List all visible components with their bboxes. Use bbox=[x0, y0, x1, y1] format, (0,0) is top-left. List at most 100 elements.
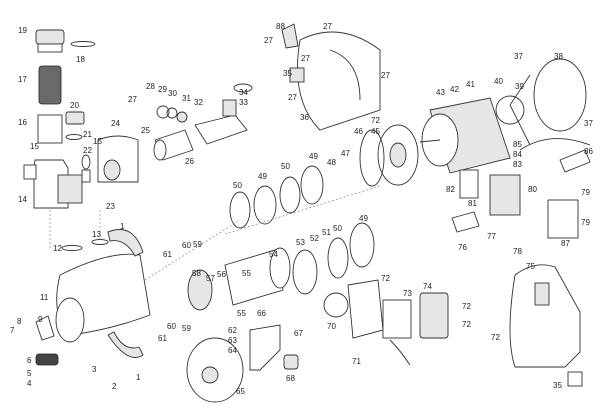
part-callout-12: 12 bbox=[53, 244, 62, 253]
part-callout-23: 23 bbox=[106, 202, 115, 211]
o-ring-13 bbox=[91, 239, 109, 245]
switch-35 bbox=[567, 371, 583, 387]
terminal-box-81 bbox=[489, 174, 521, 216]
part-callout-79: 79 bbox=[581, 188, 590, 197]
foot-6 bbox=[35, 353, 59, 366]
part-callout-77: 77 bbox=[487, 232, 496, 241]
part-callout-24: 24 bbox=[111, 119, 120, 128]
part-callout-59: 59 bbox=[193, 240, 202, 249]
bracket-9 bbox=[35, 315, 55, 341]
part-callout-22: 22 bbox=[83, 146, 92, 155]
part-callout-42: 42 bbox=[450, 85, 459, 94]
part-callout-14: 14 bbox=[18, 195, 27, 204]
part-callout-40: 40 bbox=[494, 77, 503, 86]
control-unit-71 bbox=[347, 279, 384, 339]
pump-inlet-housing bbox=[23, 159, 91, 209]
part-callout-72: 72 bbox=[491, 333, 500, 342]
control-panel-74 bbox=[419, 292, 449, 339]
part-callout-27: 27 bbox=[128, 95, 137, 104]
part-callout-49: 49 bbox=[359, 214, 368, 223]
part-callout-61: 61 bbox=[158, 334, 167, 343]
part-callout-49: 49 bbox=[309, 152, 318, 161]
part-callout-63: 63 bbox=[228, 336, 237, 345]
o-ring-22 bbox=[81, 154, 91, 170]
part-callout-57: 57 bbox=[206, 274, 215, 283]
o-ring-18 bbox=[70, 41, 96, 47]
part-callout-15: 15 bbox=[93, 137, 102, 146]
part-callout-48: 48 bbox=[327, 158, 336, 167]
part-callout-43: 43 bbox=[436, 88, 445, 97]
clamp-upper bbox=[107, 229, 144, 257]
part-callout-50: 50 bbox=[333, 224, 342, 233]
part-callout-46: 46 bbox=[354, 127, 363, 136]
part-callout-60: 60 bbox=[167, 322, 176, 331]
check-valve-26 bbox=[153, 129, 194, 161]
part-callout-29: 29 bbox=[158, 85, 167, 94]
part-callout-82: 82 bbox=[446, 185, 455, 194]
cap-20 bbox=[65, 111, 85, 125]
capacitor-76 bbox=[451, 211, 480, 233]
part-callout-80: 80 bbox=[528, 185, 537, 194]
part-callout-26: 26 bbox=[185, 157, 194, 166]
part-callout-5: 5 bbox=[27, 369, 32, 378]
part-callout-34: 34 bbox=[239, 88, 248, 97]
part-callout-87: 87 bbox=[561, 239, 570, 248]
part-callout-66: 66 bbox=[257, 309, 266, 318]
part-callout-52: 52 bbox=[310, 234, 319, 243]
outer-shroud-75 bbox=[509, 264, 581, 368]
part-callout-2: 2 bbox=[112, 382, 117, 391]
part-callout-72: 72 bbox=[462, 302, 471, 311]
part-callout-51: 51 bbox=[322, 228, 331, 237]
part-callout-41: 41 bbox=[466, 80, 475, 89]
part-callout-50: 50 bbox=[233, 181, 242, 190]
part-callout-32: 32 bbox=[194, 98, 203, 107]
power-cable bbox=[519, 138, 591, 151]
plug-86 bbox=[559, 149, 591, 173]
motor-cover-upper bbox=[281, 23, 381, 131]
pump-stages-55 bbox=[224, 247, 291, 306]
part-callout-72: 72 bbox=[371, 116, 380, 125]
part-callout-72: 72 bbox=[381, 274, 390, 283]
guide-line bbox=[144, 219, 241, 281]
part-callout-35: 35 bbox=[283, 69, 292, 78]
part-callout-1: 1 bbox=[136, 373, 141, 382]
part-callout-65: 65 bbox=[236, 387, 245, 396]
part-callout-21: 21 bbox=[83, 130, 92, 139]
pump-body-11 bbox=[55, 253, 151, 343]
part-callout-15: 15 bbox=[30, 142, 39, 151]
o-ring-21 bbox=[65, 134, 83, 140]
part-callout-84: 84 bbox=[513, 150, 522, 159]
diffuser-discs bbox=[229, 165, 375, 295]
part-callout-67: 67 bbox=[294, 329, 303, 338]
part-callout-13: 13 bbox=[92, 230, 101, 239]
part-callout-19: 19 bbox=[18, 26, 27, 35]
o-ring-46 bbox=[359, 129, 385, 187]
part-callout-83: 83 bbox=[513, 160, 522, 169]
part-callout-79: 79 bbox=[581, 218, 590, 227]
filter-basket bbox=[37, 114, 63, 144]
part-callout-73: 73 bbox=[403, 289, 412, 298]
part-callout-4: 4 bbox=[27, 379, 32, 388]
part-callout-27: 27 bbox=[288, 93, 297, 102]
part-callout-68: 68 bbox=[286, 374, 295, 383]
part-callout-70: 70 bbox=[327, 322, 336, 331]
part-callout-16: 16 bbox=[18, 118, 27, 127]
fan-cover-38 bbox=[509, 58, 587, 146]
part-callout-78: 78 bbox=[513, 247, 522, 256]
part-callout-30: 30 bbox=[168, 89, 177, 98]
part-callout-54: 54 bbox=[269, 250, 278, 259]
part-callout-76: 76 bbox=[458, 243, 467, 252]
part-callout-55: 55 bbox=[242, 269, 251, 278]
part-callout-45: 45 bbox=[371, 127, 380, 136]
part-callout-37: 37 bbox=[514, 52, 523, 61]
part-callout-86: 86 bbox=[584, 147, 593, 156]
filter-cap bbox=[35, 29, 65, 53]
part-callout-27: 27 bbox=[323, 22, 332, 31]
diffuser-57 bbox=[187, 269, 213, 311]
part-callout-27: 27 bbox=[264, 36, 273, 45]
part-callout-59: 59 bbox=[182, 324, 191, 333]
hose-connector-24 bbox=[97, 135, 139, 183]
part-callout-60: 60 bbox=[182, 241, 191, 250]
